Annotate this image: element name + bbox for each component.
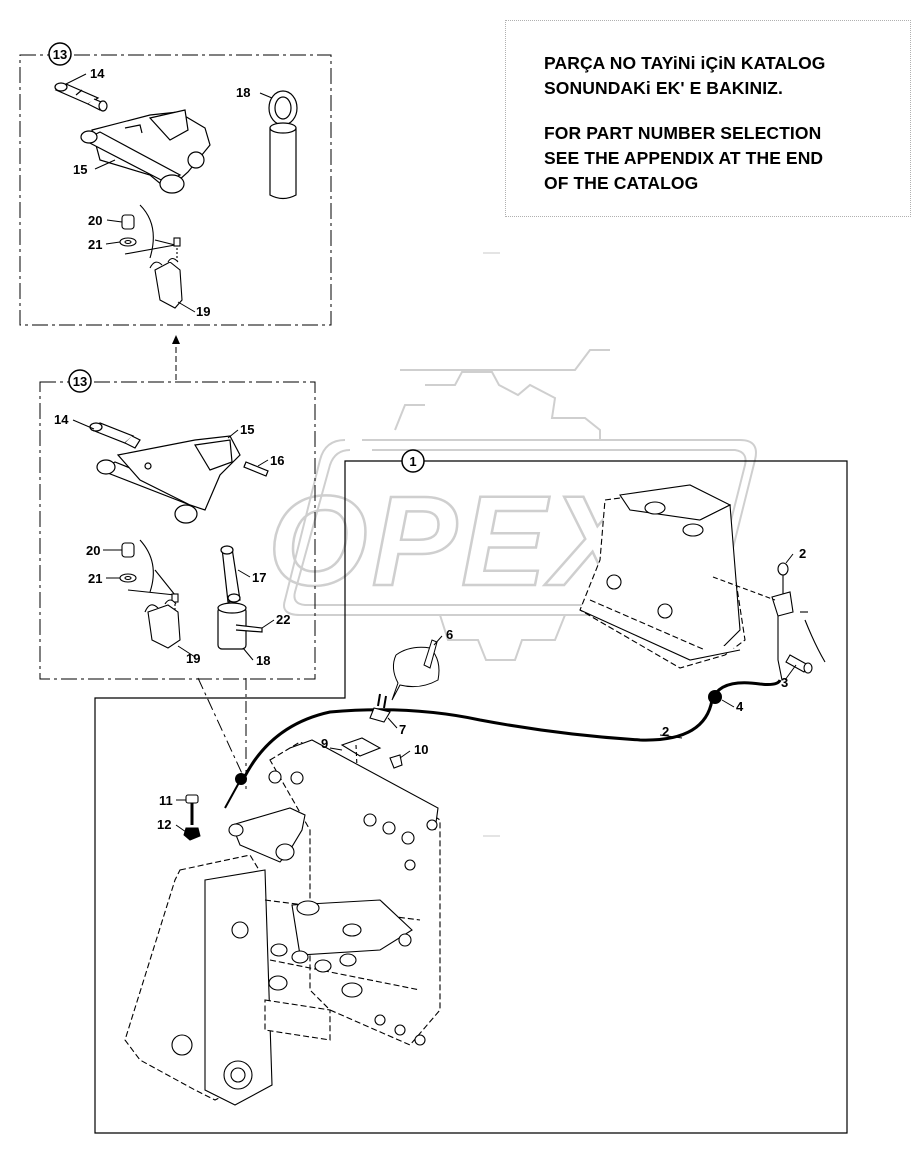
control-cable — [241, 679, 782, 781]
nut-part-12 — [183, 827, 201, 841]
label-21-middle: 21 — [88, 571, 102, 586]
bolt-part-11 — [185, 794, 199, 825]
pin-part-14-top — [54, 82, 108, 112]
bolt-part-10 — [389, 754, 403, 769]
bolt-washer-top — [119, 204, 181, 262]
label-19-middle: 19 — [186, 651, 200, 666]
clamp-part-7 — [369, 693, 391, 723]
label-18-top: 18 — [236, 85, 250, 100]
svg-text:13: 13 — [73, 374, 87, 389]
label-7: 7 — [399, 722, 406, 737]
detail-frame-middle — [39, 381, 316, 680]
label-12: 12 — [157, 817, 171, 832]
main-frame — [94, 460, 848, 1134]
clip-part-19-top — [149, 257, 183, 309]
clip-part-19-middle — [144, 599, 181, 649]
label-4: 4 — [736, 699, 744, 714]
detail-frame-top — [19, 54, 332, 326]
label-11: 11 — [159, 793, 173, 808]
pin-part-16-middle — [243, 461, 269, 477]
label-10: 10 — [414, 742, 428, 757]
label-22-middle: 22 — [276, 612, 290, 627]
label-3: 3 — [781, 675, 788, 690]
label-14-middle: 14 — [54, 412, 69, 427]
grommet-part-4 — [708, 690, 722, 704]
detail-leader-lines — [197, 677, 247, 790]
label-20-top: 20 — [88, 213, 102, 228]
label-6: 6 — [446, 627, 453, 642]
detail-callout-top: 13 — [48, 42, 72, 66]
detail-callout-middle: 13 — [68, 369, 92, 393]
label-20-middle: 20 — [86, 543, 100, 558]
label-16-middle: 16 — [270, 453, 284, 468]
hitch-assembly — [124, 739, 441, 1106]
label-18-middle: 18 — [256, 653, 270, 668]
label-2-cable: 2 — [662, 724, 669, 739]
label-21-top: 21 — [88, 237, 102, 252]
label-9: 9 — [321, 736, 328, 751]
label-14-top: 14 — [90, 66, 105, 81]
ring-pin-part-18-top — [268, 90, 298, 200]
note-line-1: PARÇA NO TAYiNi iÇiN KATALOG — [544, 53, 826, 73]
pin-part-14-middle — [89, 422, 141, 449]
label-leaders — [65, 73, 797, 833]
link-part-17-middle — [220, 545, 241, 603]
detail-bubble-part-6 — [391, 639, 440, 701]
note-line-5: OF THE CATALOG — [544, 173, 699, 193]
svg-text:1: 1 — [409, 454, 416, 469]
control-lever-part-2 — [712, 562, 808, 681]
label-15-top: 15 — [73, 162, 87, 177]
sleeve-part-18-middle — [217, 602, 263, 650]
label-15-middle: 15 — [240, 422, 254, 437]
watermark-text: OPEX — [268, 470, 642, 613]
bracket-part-15-middle — [96, 435, 241, 524]
svg-text:13: 13 — [53, 47, 67, 62]
bracket-part-15-top — [80, 109, 211, 194]
label-17-middle: 17 — [252, 570, 266, 585]
main-callout: 1 — [401, 449, 425, 473]
bolt-part-3 — [785, 619, 826, 674]
note-line-3: FOR PART NUMBER SELECTION — [544, 123, 822, 143]
label-2-lever: 2 — [799, 546, 806, 561]
note-line-4: SEE THE APPENDIX AT THE END — [544, 148, 824, 168]
note-line-2: SONUNDAKi EK' E BAKINIZ. — [544, 78, 783, 98]
bolt-washer-middle — [119, 539, 179, 616]
catalog-note: PARÇA NO TAYiNi iÇiN KATALOG SONUNDAKi E… — [505, 20, 911, 217]
control-console — [579, 484, 746, 669]
label-19-top: 19 — [196, 304, 210, 319]
